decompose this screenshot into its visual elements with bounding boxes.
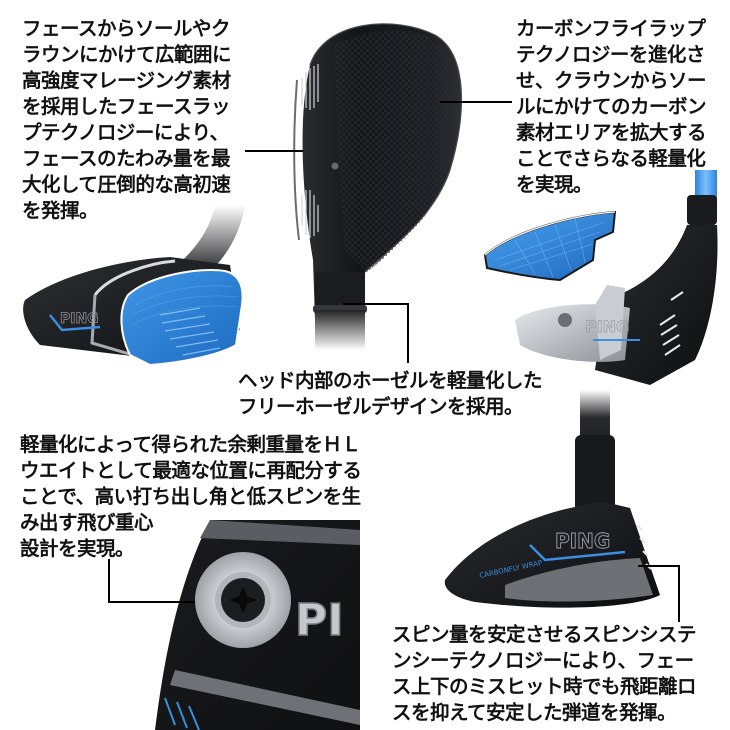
callout-line: スを抑えて安定した弾道を発揮。	[392, 701, 677, 724]
callout-line: せ、クラウンからソー	[516, 69, 707, 92]
callout-line: 設計を実現。	[20, 537, 135, 560]
callout-hl-weight: 軽量化によって得られた余剰重量をＨＬ ウエイトとして最適な位置に再配分する こと…	[20, 432, 362, 562]
ping-logo-text: PING	[585, 317, 629, 336]
connector-free-hosel-v	[407, 303, 409, 363]
callout-line: カーボンフライラップ	[516, 17, 706, 40]
connector-spin-sistency-h	[638, 565, 680, 567]
callout-face-wrap: フェースからソールやク ラウンにかけて広範囲に 高強度マレージング素材 を採用し…	[22, 16, 232, 224]
callout-line: み出す飛び重心	[20, 511, 154, 534]
connector-hl-weight-v	[108, 559, 110, 603]
callout-line: ンシーテクノロジーにより、フェー	[392, 649, 694, 672]
callout-line: ウエイトとして最適な位置に再配分する	[20, 459, 362, 482]
connector-carbonfly	[440, 101, 512, 103]
ping-logo-text: PI	[295, 595, 344, 646]
connector-free-hosel-h	[343, 303, 409, 305]
callout-line: フェースのたわみ量を最	[22, 147, 231, 170]
callout-line: ヘッド内部のホーゼルを軽量化した	[238, 369, 543, 392]
crown-view-image	[285, 10, 475, 350]
callout-line: ルにかけてのカーボン	[516, 95, 707, 118]
hl-weight-image: PI	[155, 520, 360, 730]
ping-logo-text: PING	[555, 529, 610, 553]
callout-line: テクノロジーを進化さ	[516, 43, 705, 66]
carbonfly-crown-image: PING	[475, 170, 730, 385]
connector-face-wrap	[245, 150, 303, 152]
callout-line: フェースからソールやク	[22, 17, 231, 40]
face-wrap-image: PING	[0, 205, 260, 365]
callout-line: プテクノロジーにより、	[22, 121, 229, 144]
ping-logo-text: PING	[60, 311, 99, 327]
callout-line: ラウンにかけて広範囲に	[22, 43, 232, 66]
spin-sistency-image: CARBONFLY WRAP PING	[435, 390, 680, 615]
callout-line: を発揮。	[22, 199, 99, 222]
callout-line: 大化して圧倒的な高初速	[22, 173, 231, 196]
callout-line: スピン量を安定させるスピンシステ	[392, 623, 697, 646]
callout-free-hosel: ヘッド内部のホーゼルを軽量化した フリーホーゼルデザインを採用。	[238, 368, 543, 420]
callout-line: ことでさらなる軽量化	[516, 147, 706, 170]
callout-line: ス上下のミスヒット時でも飛距離ロ	[392, 675, 697, 698]
callout-line: フリーホーゼルデザインを採用。	[238, 395, 524, 418]
callout-carbonfly-wrap: カーボンフライラップ テクノロジーを進化さ せ、クラウンからソー ルにかけてのカ…	[516, 16, 707, 198]
connector-spin-sistency-v	[678, 565, 680, 622]
callout-line: ことで、高い打ち出し角と低スピンを生	[20, 485, 361, 508]
callout-spin-sistency: スピン量を安定させるスピンシステ ンシーテクノロジーにより、フェー ス上下のミス…	[392, 622, 697, 726]
callout-line: 軽量化によって得られた余剰重量をＨＬ	[20, 433, 361, 456]
callout-line: 素材エリアを拡大する	[516, 121, 707, 144]
callout-line: 高強度マレージング素材	[22, 69, 231, 92]
connector-hl-weight-h	[108, 601, 195, 603]
callout-line: を採用したフェースラッ	[22, 95, 231, 118]
callout-line: を実現。	[516, 173, 593, 196]
